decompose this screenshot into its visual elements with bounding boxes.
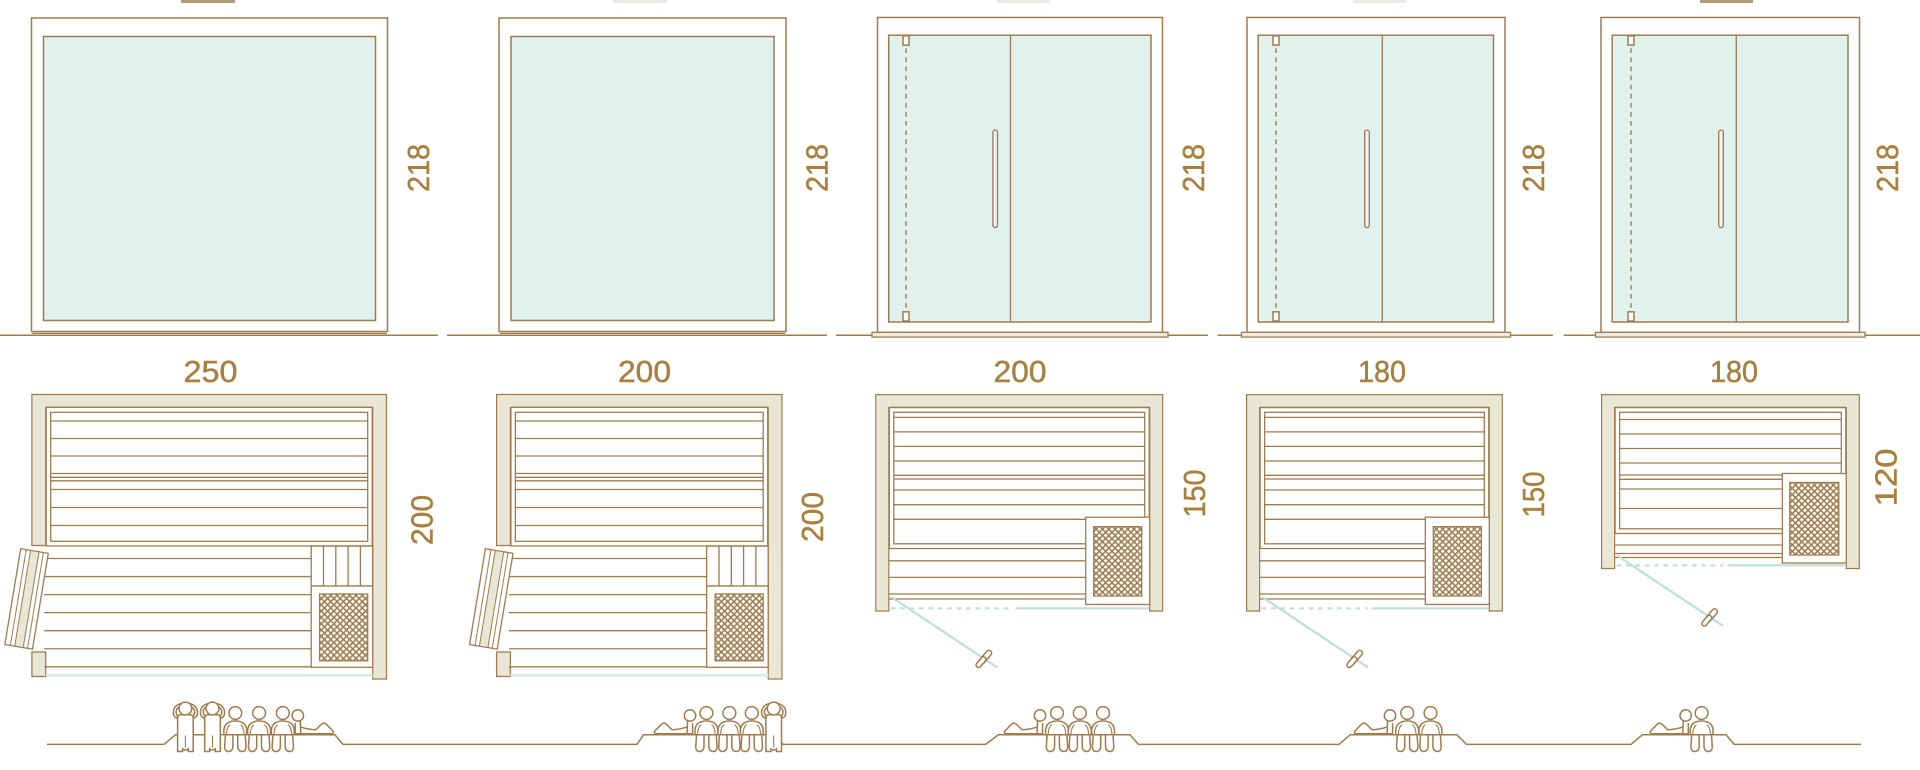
svg-text:180: 180	[1358, 354, 1406, 389]
svg-text:250: 250	[184, 354, 238, 389]
svg-text:150: 150	[1177, 470, 1212, 518]
svg-text:150: 150	[1516, 472, 1551, 518]
svg-text:218: 218	[1870, 144, 1905, 192]
svg-text:218: 218	[1516, 144, 1551, 192]
svg-text:218: 218	[1176, 144, 1211, 192]
svg-text:200: 200	[994, 354, 1047, 389]
svg-text:200: 200	[618, 354, 671, 389]
svg-text:180: 180	[1710, 354, 1758, 389]
svg-text:218: 218	[401, 144, 436, 192]
svg-text:120: 120	[1869, 449, 1904, 507]
svg-text:200: 200	[795, 492, 830, 542]
svg-text:200: 200	[405, 495, 440, 545]
svg-text:218: 218	[800, 144, 835, 192]
